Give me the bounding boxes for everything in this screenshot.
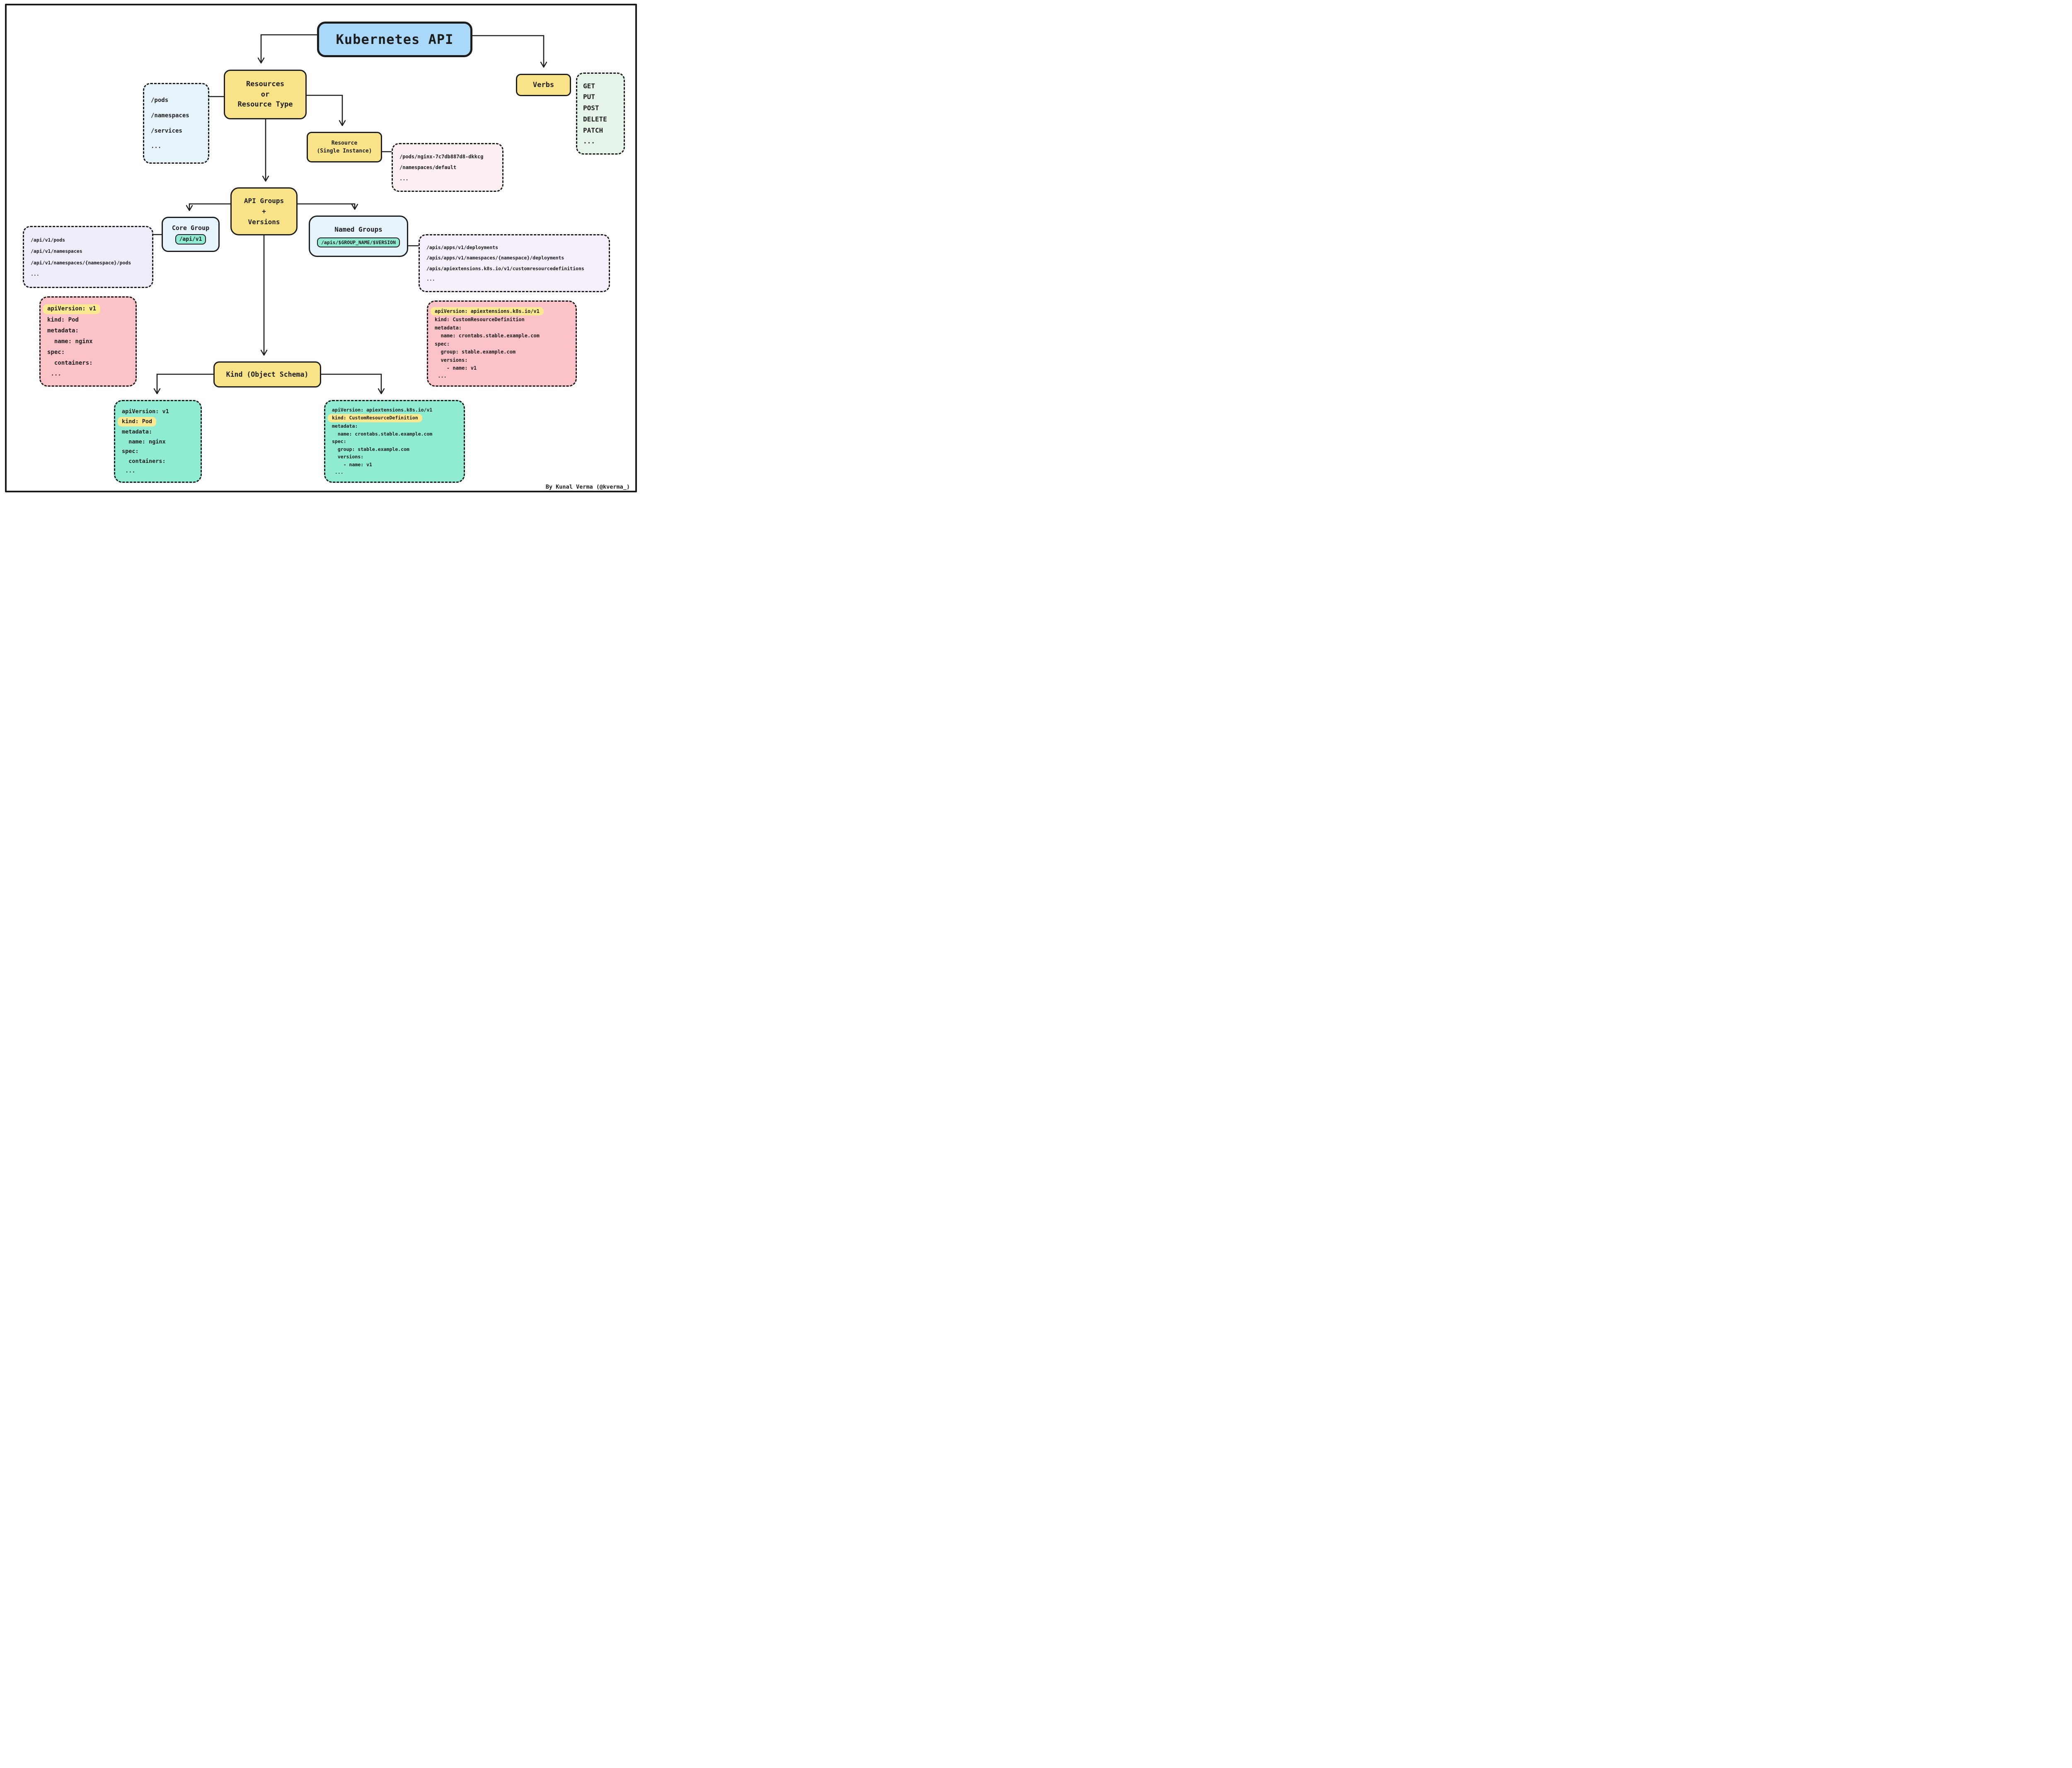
single-instance-example: /namespaces/default — [399, 165, 457, 170]
yaml-line: spec: — [435, 341, 450, 347]
verb-item: PATCH — [583, 126, 603, 134]
api-groups-label: API Groups + Versions — [244, 196, 284, 226]
core-group-paths-box: /api/v1/pods /api/v1/namespaces /api/v1/… — [23, 226, 153, 288]
yaml-line: apiVersion: v1 — [43, 304, 129, 314]
single-instance-example: /pods/nginx-7c7db887d8-dkkcg — [399, 153, 484, 160]
named-groups-node: Named Groups /apis/$GROUP_NAME/$VERSION — [309, 216, 408, 257]
named-groups-path-pill: /apis/$GROUP_NAME/$VERSION — [317, 237, 400, 247]
resource-type-examples-box: /pods /namespaces /services ... — [143, 83, 209, 164]
named-group-path: ... — [426, 276, 435, 282]
core-group-path: /api/v1/pods — [31, 237, 65, 243]
verb-item: PUT — [583, 93, 595, 101]
resource-type-example: /pods — [151, 97, 169, 104]
named-group-path: /apis/apps/v1/namespaces/{namespace}/dep… — [426, 255, 564, 261]
verb-item: POST — [583, 104, 599, 112]
yaml-line: ... — [435, 373, 447, 379]
resource-single-node: Resource (Single Instance) — [307, 132, 382, 162]
yaml-line: versions: — [435, 357, 468, 363]
verb-item: DELETE — [583, 115, 607, 123]
yaml-line: kind: Pod — [118, 417, 194, 427]
yaml-line: apiVersion: apiextensions.k8s.io/v1 — [332, 407, 433, 413]
yaml-line: metadata: — [332, 423, 358, 429]
yaml-line: name: nginx — [47, 338, 93, 345]
crd-manifest-red-box: apiVersion: apiextensions.k8s.io/v1 kind… — [427, 300, 577, 387]
yaml-line: name: crontabs.stable.example.com — [332, 431, 433, 437]
named-group-path: /apis/apps/v1/deployments — [426, 244, 499, 250]
single-instance-example: ... — [399, 175, 409, 182]
yaml-line: versions: — [332, 454, 364, 460]
resource-type-example: ... — [151, 143, 162, 150]
yaml-line: kind: Pod — [47, 317, 79, 324]
kind-node: Kind (Object Schema) — [213, 361, 321, 388]
yaml-line: - name: v1 — [435, 365, 477, 371]
yaml-line: group: stable.example.com — [332, 446, 409, 452]
yaml-line: containers: — [47, 360, 93, 367]
named-group-path: /apis/apiextensions.k8s.io/v1/customreso… — [426, 265, 584, 271]
yaml-line: ... — [122, 467, 136, 475]
resource-single-label: Resource (Single Instance) — [317, 140, 372, 155]
yaml-line: - name: v1 — [332, 461, 372, 467]
verb-item: ... — [583, 137, 595, 145]
yaml-line: metadata: — [122, 428, 152, 435]
resources-label: Resources or Resource Type — [237, 80, 293, 109]
verb-item: GET — [583, 82, 595, 90]
yaml-line: spec: — [122, 448, 139, 455]
core-group-path: /api/v1/namespaces — [31, 248, 82, 254]
yaml-line: apiVersion: apiextensions.k8s.io/v1 — [431, 307, 569, 316]
named-group-paths-box: /apis/apps/v1/deployments /apis/apps/v1/… — [419, 234, 610, 292]
resources-node: Resources or Resource Type — [224, 70, 307, 119]
verbs-label: Verbs — [533, 81, 554, 89]
yaml-line: name: nginx — [122, 438, 166, 445]
core-group-label: Core Group — [172, 224, 210, 232]
yaml-line: apiVersion: v1 — [122, 408, 169, 415]
single-instance-examples-box: /pods/nginx-7c7db887d8-dkkcg /namespaces… — [392, 143, 503, 192]
core-group-path-pill: /api/v1 — [175, 234, 206, 245]
yaml-line: spec: — [47, 349, 65, 356]
yaml-line: metadata: — [435, 325, 462, 331]
core-group-node: Core Group /api/v1 — [162, 217, 220, 252]
yaml-line: spec: — [332, 438, 346, 445]
yaml-line: containers: — [122, 458, 166, 465]
yaml-line: group: stable.example.com — [435, 349, 516, 355]
yaml-line: metadata: — [47, 327, 79, 334]
kubernetes-api-label: Kubernetes API — [336, 31, 454, 47]
pod-manifest-green-box: apiVersion: v1 kind: Pod metadata: name:… — [114, 400, 202, 483]
yaml-line: name: crontabs.stable.example.com — [435, 333, 540, 339]
resource-type-example: /namespaces — [151, 112, 189, 119]
core-group-path: /api/v1/namespaces/{namespace}/pods — [31, 259, 131, 266]
core-group-path: ... — [31, 271, 39, 277]
verbs-node: Verbs — [516, 74, 571, 96]
kubernetes-api-node: Kubernetes API — [317, 22, 472, 57]
yaml-line: kind: CustomResourceDefinition — [435, 317, 525, 323]
yaml-line: ... — [332, 469, 344, 475]
yaml-line: kind: CustomResourceDefinition — [328, 414, 457, 423]
api-groups-node: API Groups + Versions — [230, 187, 298, 235]
author-credit: By Kunal Verma (@kverma_) — [545, 484, 630, 490]
crd-manifest-green-box: apiVersion: apiextensions.k8s.io/v1 kind… — [324, 400, 465, 483]
verbs-examples-box: GET PUT POST DELETE PATCH ... — [576, 73, 625, 155]
pod-manifest-red-box: apiVersion: v1 kind: Pod metadata: name:… — [39, 296, 137, 387]
named-groups-label: Named Groups — [334, 225, 382, 233]
yaml-line: ... — [47, 370, 61, 377]
kind-label: Kind (Object Schema) — [226, 371, 309, 378]
resource-type-example: /services — [151, 128, 182, 134]
